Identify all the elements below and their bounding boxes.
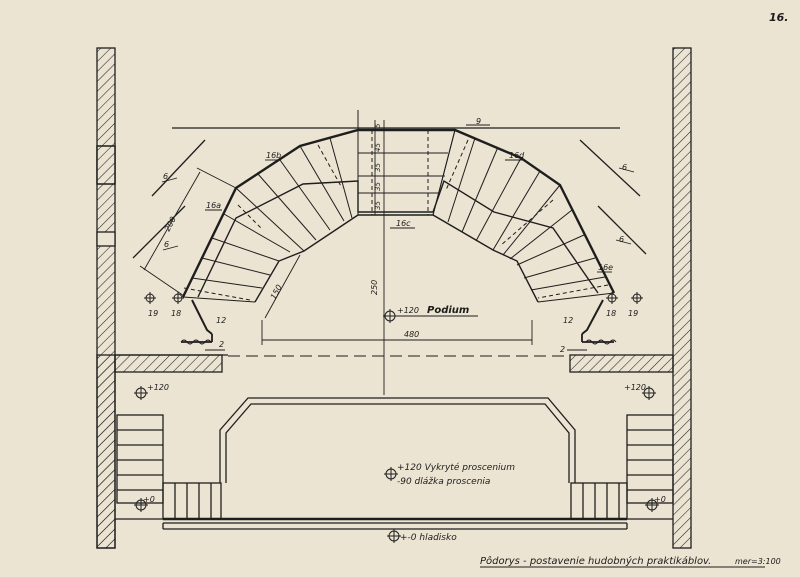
right-steps xyxy=(626,414,674,504)
dimension-480: 480 xyxy=(404,330,419,339)
dimension-45: 45 xyxy=(374,143,382,152)
marker-16a: 16a xyxy=(206,201,221,210)
level-markers xyxy=(134,309,659,543)
marker-12-left: 12 xyxy=(216,316,226,325)
point-markers xyxy=(144,292,643,304)
proscenium-covered-label: +120 Vykryté proscenium xyxy=(397,462,515,473)
left-wall xyxy=(96,47,116,549)
right-bracket xyxy=(581,299,617,345)
marker-9: 9 xyxy=(476,117,481,126)
dimension-35-c: 35 xyxy=(374,201,382,210)
podium-segments-left xyxy=(182,130,359,303)
marker-18-right: 18 xyxy=(606,309,616,318)
dimension-35-b: 35 xyxy=(374,182,382,191)
right-proscenium-wall xyxy=(569,354,674,373)
marker-19-right: 19 xyxy=(628,309,638,318)
level-left-top: +120 xyxy=(147,383,169,392)
marker-16c: 16c xyxy=(396,219,411,228)
left-steps xyxy=(116,414,164,504)
page-number: 16. xyxy=(769,11,789,24)
dimension-35-a: 35 xyxy=(374,163,382,172)
marker-2-right: 2 xyxy=(560,345,565,354)
dimension-5: 5 xyxy=(374,123,382,128)
marker-16b: 16b xyxy=(266,151,281,160)
marker-12-right: 12 xyxy=(563,316,573,325)
dimension-lines xyxy=(139,120,570,395)
marker-2-left: 2 xyxy=(219,340,224,349)
dimension-250: 250 xyxy=(370,280,379,295)
left-proscenium-wall xyxy=(114,354,228,373)
marker-6-mid-right: 6 xyxy=(619,235,624,244)
podium-arc-outer xyxy=(181,128,616,298)
drawing-scale: mer=3:100 xyxy=(735,557,781,566)
marker-18-left: 18 xyxy=(171,309,181,318)
leader-lines xyxy=(161,124,635,351)
marker-16d: 16d xyxy=(509,151,525,160)
level-right-bottom: +0 xyxy=(654,495,666,504)
marker-16e: 16e xyxy=(598,263,613,272)
podium-level-label: +120 xyxy=(397,306,419,315)
drawing-title: Pôdorys - postavenie hudobných praktikáb… xyxy=(480,555,711,567)
podium-segments-right xyxy=(432,129,615,303)
podium-label: Podium xyxy=(427,305,469,316)
proscenium-floor-label: -90 dlážka proscenia xyxy=(397,477,490,487)
level-right-top: +120 xyxy=(624,383,646,392)
level-left-bottom: +0 xyxy=(143,495,155,504)
orchestra-lines-6 xyxy=(132,139,647,259)
marker-6-top-right: 6 xyxy=(622,163,627,172)
proscenium-outline xyxy=(115,397,673,530)
right-wall xyxy=(672,47,692,549)
marker-19-left: 19 xyxy=(148,309,158,318)
marker-6-top-left: 6 xyxy=(163,172,168,181)
marker-6-mid-left: 6 xyxy=(164,240,169,249)
left-bracket xyxy=(180,299,213,345)
stage-floor-label: +-0 hladisko xyxy=(400,533,457,543)
